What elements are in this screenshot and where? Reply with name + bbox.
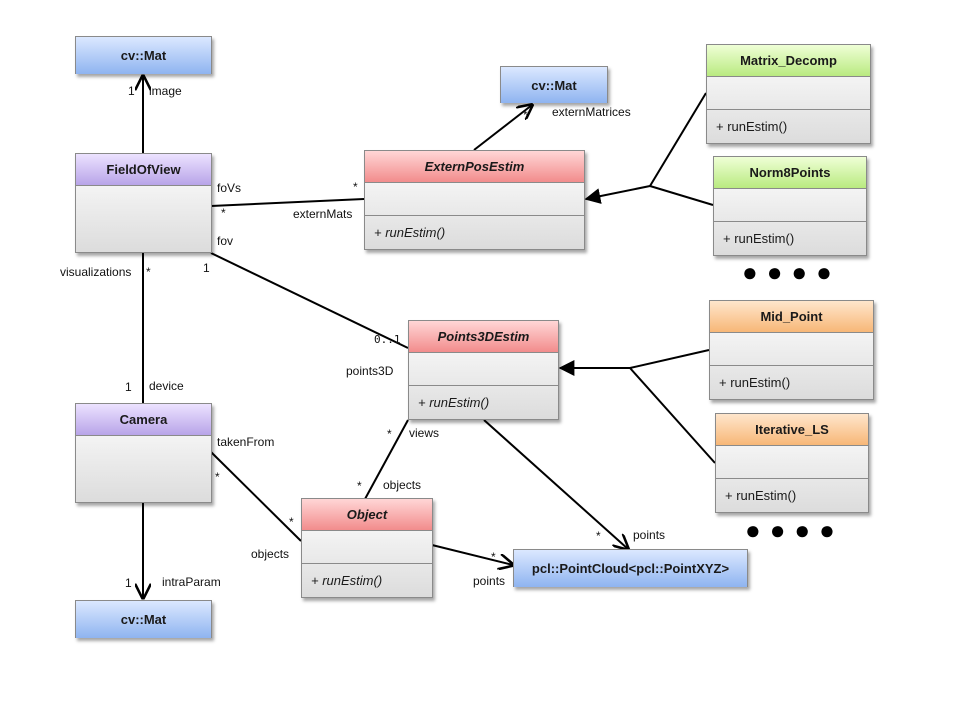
multiplicity-label: * — [357, 479, 362, 493]
class-name: cv::Mat — [76, 37, 211, 74]
attributes-compartment — [707, 77, 870, 110]
class-name: pcl::PointCloud<pcl::PointXYZ> — [514, 550, 747, 587]
class-name: Object — [302, 499, 432, 531]
mid-point-generalization — [629, 349, 710, 369]
class-name: cv::Mat — [76, 601, 211, 638]
class-camera[interactable]: Camera — [75, 403, 212, 503]
class-name: Mid_Point — [710, 301, 873, 333]
role-label: takenFrom — [217, 435, 275, 449]
role-label: image — [149, 84, 182, 98]
operations-compartment: + runEstim() — [409, 386, 558, 419]
operations-compartment: + runEstim() — [716, 479, 868, 512]
taken-from-objects-association — [210, 451, 302, 542]
class-name: Camera — [76, 404, 211, 436]
operations-compartment: + runEstim() — [714, 222, 866, 255]
class-name: Matrix_Decomp — [707, 45, 870, 77]
more-subclasses-dots-top: ●●●● — [742, 257, 841, 287]
norm8points-generalization — [649, 185, 714, 206]
class-points3d-estim[interactable]: Points3DEstim + runEstim() — [408, 320, 559, 420]
role-label: device — [149, 379, 184, 393]
operation-run-estim: + runEstim() — [418, 395, 490, 410]
attributes-compartment — [716, 446, 868, 479]
class-iterative-ls[interactable]: Iterative_LS + runEstim() — [715, 413, 869, 513]
role-label: points — [473, 574, 506, 588]
operations-compartment: + runEstim() — [710, 366, 873, 399]
class-cv-mat-intra[interactable]: cv::Mat — [75, 600, 212, 638]
role-label: objects — [383, 478, 422, 492]
extern-generalization-arrow — [584, 185, 651, 204]
iterative-ls-generalization — [629, 367, 716, 464]
matrix-decomp-generalization — [649, 92, 707, 187]
class-point-cloud[interactable]: pcl::PointCloud<pcl::PointXYZ> — [513, 549, 748, 587]
multiplicity-label: 1 — [125, 576, 132, 590]
multiplicity-label: * — [221, 206, 226, 220]
attributes-compartment — [714, 189, 866, 222]
multiplicity-label: * — [289, 515, 294, 529]
operation-run-estim: + runEstim() — [374, 225, 446, 240]
role-label: foVs — [217, 181, 242, 195]
multiplicity-label: * — [146, 265, 151, 279]
class-name: Norm8Points — [714, 157, 866, 189]
role-label: intraParam — [162, 575, 221, 589]
multiplicity-label: * — [596, 529, 601, 543]
fov-points3d-association — [210, 252, 409, 349]
class-norm8points[interactable]: Norm8Points + runEstim() — [713, 156, 867, 256]
class-matrix-decomp[interactable]: Matrix_Decomp + runEstim() — [706, 44, 871, 144]
multiplicity-label: 1 — [128, 84, 135, 98]
role-label: views — [409, 426, 440, 440]
attributes-compartment — [302, 531, 432, 564]
multiplicity-label: 0..1 — [374, 333, 401, 346]
role-label: externMatrices — [552, 105, 631, 119]
more-subclasses-dots-bottom: ●●●● — [745, 515, 844, 545]
multiplicity-label: 1 — [125, 380, 132, 394]
operation-run-estim: + runEstim() — [311, 573, 383, 588]
class-field-of-view[interactable]: FieldOfView — [75, 153, 212, 253]
attributes-compartment — [710, 333, 873, 366]
role-label: points3D — [346, 364, 394, 378]
class-name: FieldOfView — [76, 154, 211, 186]
class-name: Iterative_LS — [716, 414, 868, 446]
class-cv-mat-extern[interactable]: cv::Mat — [500, 66, 608, 103]
operation-run-estim: + runEstim() — [716, 119, 788, 134]
operations-compartment: + runEstim() — [365, 216, 584, 249]
operation-run-estim: + runEstim() — [725, 488, 797, 503]
multiplicity-label: * — [215, 470, 220, 484]
class-object[interactable]: Object + runEstim() — [301, 498, 433, 598]
attributes-compartment — [365, 183, 584, 216]
role-label: points — [633, 528, 666, 542]
class-name: cv::Mat — [501, 67, 607, 103]
operations-compartment: + runEstim() — [707, 110, 870, 143]
class-extern-pos-estim[interactable]: ExternPosEstim + runEstim() — [364, 150, 585, 250]
class-cv-mat-image[interactable]: cv::Mat — [75, 36, 212, 74]
role-label: objects — [251, 547, 290, 561]
operation-run-estim: + runEstim() — [723, 231, 795, 246]
attributes-compartment — [409, 353, 558, 386]
fovs-externmats-association — [210, 198, 365, 207]
extern-matrices-association — [473, 105, 532, 151]
role-label: externMats — [293, 207, 353, 221]
operations-compartment: + runEstim() — [302, 564, 432, 597]
class-name: Points3DEstim — [409, 321, 558, 353]
views-objects-association — [364, 419, 409, 500]
object-points-association — [431, 544, 513, 565]
role-label: fov — [217, 234, 234, 248]
multiplicity-label: * — [387, 427, 392, 441]
class-name: ExternPosEstim — [365, 151, 584, 183]
multiplicity-label: * — [491, 550, 496, 564]
points3d-points-association — [483, 419, 628, 549]
role-label: visualizations — [60, 265, 132, 279]
multiplicity-label: * — [353, 180, 358, 194]
class-mid-point[interactable]: Mid_Point + runEstim() — [709, 300, 874, 400]
multiplicity-label: * — [523, 108, 528, 122]
multiplicity-label: 1 — [203, 261, 210, 275]
operation-run-estim: + runEstim() — [719, 375, 791, 390]
